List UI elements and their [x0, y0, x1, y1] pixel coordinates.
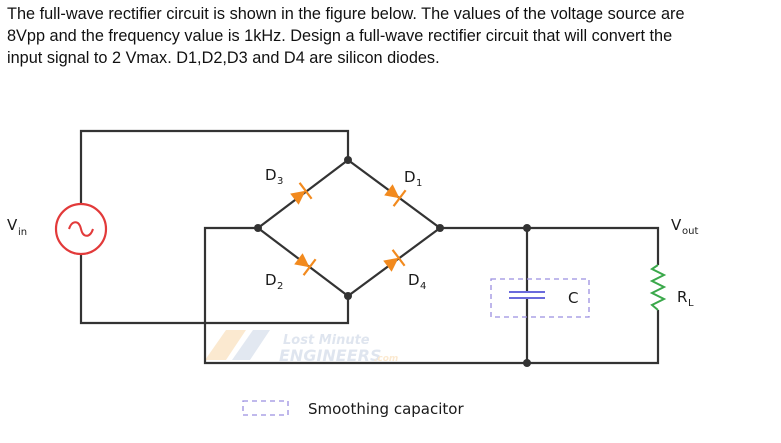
- d3-subscript: 3: [277, 176, 283, 187]
- diode-d4-icon: [383, 249, 406, 272]
- watermark: Lost Minute ENGINEERS .com: [205, 330, 398, 365]
- resistor-icon: [649, 264, 667, 311]
- question-line-2: 8Vpp and the frequency value is 1kHz. De…: [7, 27, 673, 45]
- diode-d2-icon: [294, 253, 317, 276]
- d1-subscript: 1: [416, 178, 422, 189]
- legend-text: Smoothing capacitor: [308, 400, 464, 418]
- question-line-3: input signal to 2 Vmax. D1,D2,D3 and D4 …: [7, 49, 440, 67]
- rl-label: R: [677, 288, 687, 306]
- vin-label: V: [7, 216, 18, 234]
- watermark-line-1: Lost Minute: [283, 333, 370, 348]
- capacitor-icon: [509, 291, 545, 299]
- rl-subscript: L: [688, 298, 694, 309]
- d2-label: D: [265, 271, 277, 289]
- diode-d3-icon: [290, 182, 313, 205]
- legend: Smoothing capacitor: [242, 400, 464, 418]
- capacitor-label: C: [568, 289, 578, 307]
- junctions: [254, 156, 531, 367]
- question-text: The full-wave rectifier circuit is shown…: [7, 3, 777, 69]
- d4-subscript: 4: [420, 281, 426, 292]
- diode-d1-icon: [384, 184, 407, 207]
- vin-subscript: in: [18, 227, 27, 238]
- watermark-line-2: ENGINEERS: [279, 346, 382, 365]
- d1-label: D: [404, 168, 416, 186]
- vout-label: V: [671, 216, 682, 234]
- d4-label: D: [408, 271, 420, 289]
- wires: [79, 129, 660, 365]
- d3-label: D: [265, 166, 277, 184]
- capacitor-highlight-box: [490, 278, 590, 318]
- ac-source-icon: [54, 202, 108, 256]
- question-line-1: The full-wave rectifier circuit is shown…: [7, 5, 685, 23]
- d2-subscript: 2: [277, 281, 283, 292]
- vout-subscript: out: [682, 226, 698, 237]
- legend-swatch: [242, 400, 289, 416]
- watermark-suffix: .com: [374, 354, 398, 364]
